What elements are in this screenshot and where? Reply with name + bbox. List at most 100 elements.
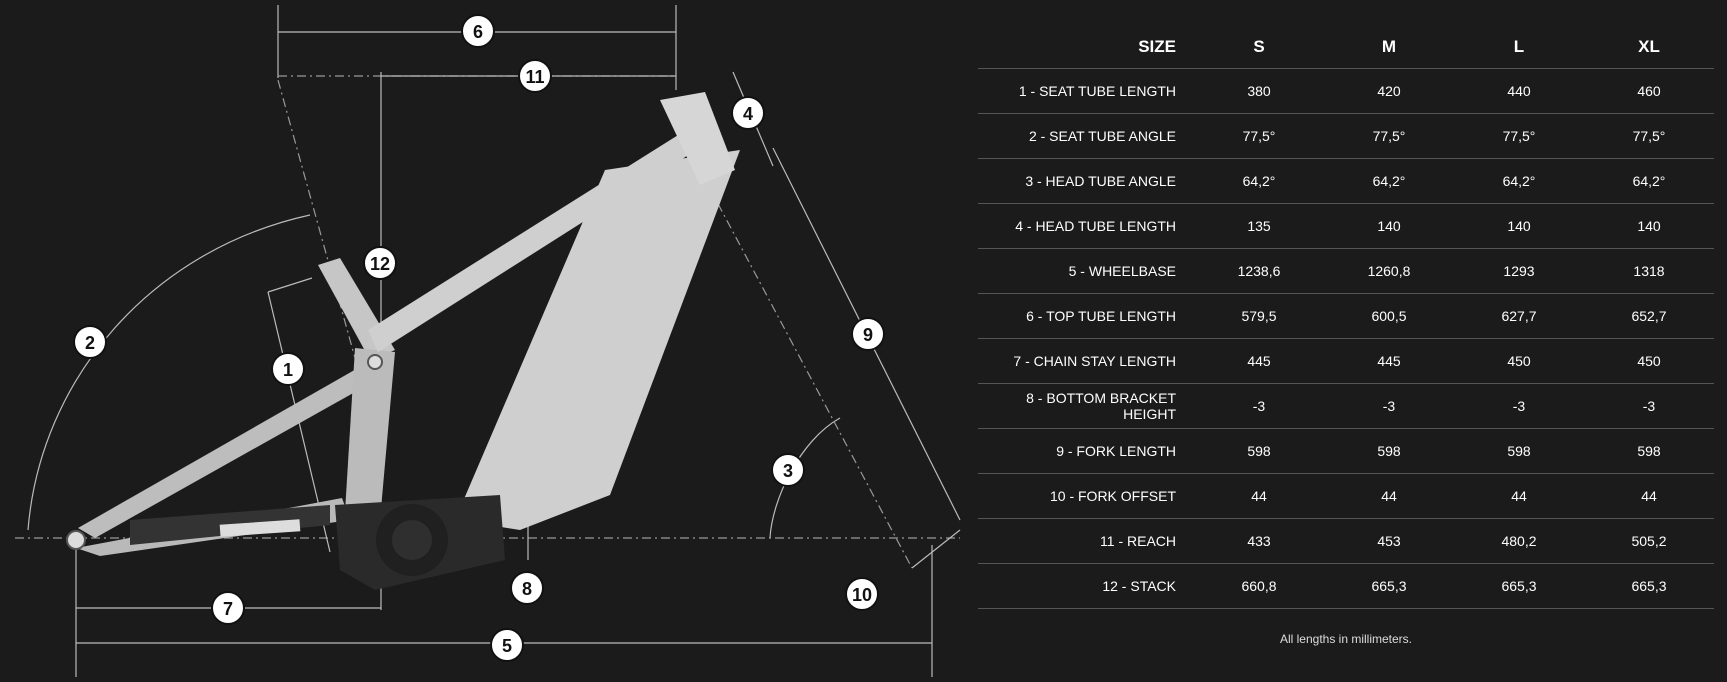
row-label: 12 - STACK bbox=[978, 563, 1194, 609]
cell: 598 bbox=[1194, 428, 1324, 474]
cell: 433 bbox=[1194, 518, 1324, 564]
marker-3: 3 bbox=[771, 453, 805, 487]
cell: 44 bbox=[1584, 473, 1714, 519]
bike-frame bbox=[66, 92, 740, 590]
cell: 44 bbox=[1194, 473, 1324, 519]
cell: 420 bbox=[1324, 68, 1454, 114]
marker-6: 6 bbox=[461, 14, 495, 48]
marker-2: 2 bbox=[73, 325, 107, 359]
row-label: 5 - WHEELBASE bbox=[978, 248, 1194, 294]
cell: 140 bbox=[1324, 203, 1454, 249]
svg-text:8: 8 bbox=[522, 579, 532, 599]
row-label: 10 - FORK OFFSET bbox=[978, 473, 1194, 519]
cell: 598 bbox=[1584, 428, 1714, 474]
cell: 1238,6 bbox=[1194, 248, 1324, 294]
cell: -3 bbox=[1324, 383, 1454, 429]
cell: 380 bbox=[1194, 68, 1324, 114]
cell: 135 bbox=[1194, 203, 1324, 249]
row-label: 11 - REACH bbox=[978, 518, 1194, 564]
marker-11: 11 bbox=[518, 59, 552, 93]
cell: 579,5 bbox=[1194, 293, 1324, 339]
svg-text:4: 4 bbox=[743, 104, 753, 124]
marker-1: 1 bbox=[271, 352, 305, 386]
size-header: SIZE bbox=[978, 26, 1194, 69]
marker-10: 10 bbox=[845, 577, 879, 611]
marker-5: 5 bbox=[490, 628, 524, 662]
cell: 77,5° bbox=[1454, 113, 1584, 159]
cell: 450 bbox=[1454, 338, 1584, 384]
head-tube-axis bbox=[699, 169, 913, 569]
svg-text:9: 9 bbox=[863, 325, 873, 345]
row-label: 8 - BOTTOM BRACKET HEIGHT bbox=[978, 383, 1194, 429]
cell: 140 bbox=[1454, 203, 1584, 249]
dim-10-line bbox=[911, 529, 961, 569]
cell: 598 bbox=[1324, 428, 1454, 474]
row-label: 4 - HEAD TUBE LENGTH bbox=[978, 203, 1194, 249]
cell: 450 bbox=[1584, 338, 1714, 384]
svg-text:6: 6 bbox=[473, 22, 483, 42]
cell: 64,2° bbox=[1454, 158, 1584, 204]
size-xl-header: XL bbox=[1584, 26, 1714, 69]
cell: 77,5° bbox=[1324, 113, 1454, 159]
row-label: 9 - FORK LENGTH bbox=[978, 428, 1194, 474]
cell: -3 bbox=[1454, 383, 1584, 429]
cell: 140 bbox=[1584, 203, 1714, 249]
svg-text:12: 12 bbox=[370, 254, 390, 274]
cell: -3 bbox=[1584, 383, 1714, 429]
dim-2-arc bbox=[27, 214, 311, 531]
marker-4: 4 bbox=[731, 96, 765, 130]
cell: 460 bbox=[1584, 68, 1714, 114]
svg-text:7: 7 bbox=[223, 599, 233, 619]
size-s-header: S bbox=[1194, 26, 1324, 69]
row-label: 3 - HEAD TUBE ANGLE bbox=[978, 158, 1194, 204]
cell: 44 bbox=[1324, 473, 1454, 519]
cell: -3 bbox=[1194, 383, 1324, 429]
size-m-header: M bbox=[1324, 26, 1454, 69]
svg-text:5: 5 bbox=[502, 636, 512, 656]
cell: 44 bbox=[1454, 473, 1584, 519]
cell: 453 bbox=[1324, 518, 1454, 564]
cell: 505,2 bbox=[1584, 518, 1714, 564]
row-label: 7 - CHAIN STAY LENGTH bbox=[978, 338, 1194, 384]
marker-12: 12 bbox=[363, 246, 397, 280]
cell: 1293 bbox=[1454, 248, 1584, 294]
units-note: All lengths in millimeters. bbox=[1279, 632, 1413, 646]
cell: 660,8 bbox=[1194, 563, 1324, 609]
cell: 64,2° bbox=[1324, 158, 1454, 204]
cell: 598 bbox=[1454, 428, 1584, 474]
row-label: 6 - TOP TUBE LENGTH bbox=[978, 293, 1194, 339]
svg-text:3: 3 bbox=[783, 461, 793, 481]
row-label: 2 - SEAT TUBE ANGLE bbox=[978, 113, 1194, 159]
cell: 64,2° bbox=[1584, 158, 1714, 204]
marker-7: 7 bbox=[211, 591, 245, 625]
marker-9: 9 bbox=[851, 317, 885, 351]
cell: 77,5° bbox=[1194, 113, 1324, 159]
dim-1-cap bbox=[267, 277, 313, 293]
cell: 480,2 bbox=[1454, 518, 1584, 564]
svg-text:10: 10 bbox=[852, 585, 872, 605]
cell: 665,3 bbox=[1324, 563, 1454, 609]
cell: 665,3 bbox=[1584, 563, 1714, 609]
svg-text:2: 2 bbox=[85, 333, 95, 353]
seat-tube-axis bbox=[277, 79, 356, 359]
svg-text:11: 11 bbox=[525, 67, 544, 87]
bike-geometry-diagram: 1 2 3 4 5 6 7 8 9 10 11 12 bbox=[15, 5, 961, 677]
table-header-row: SIZE S M L XL bbox=[978, 26, 1714, 69]
cell: 1318 bbox=[1584, 248, 1714, 294]
frame-drawing: 1 2 3 4 5 6 7 8 9 10 11 12 bbox=[15, 5, 961, 677]
table-row: 8 - BOTTOM BRACKET HEIGHT-3-3-3-3 bbox=[978, 383, 1714, 429]
cell: 77,5° bbox=[1584, 113, 1714, 159]
cell: 445 bbox=[1194, 338, 1324, 384]
row-label: 1 - SEAT TUBE LENGTH bbox=[978, 68, 1194, 114]
cell: 665,3 bbox=[1454, 563, 1584, 609]
